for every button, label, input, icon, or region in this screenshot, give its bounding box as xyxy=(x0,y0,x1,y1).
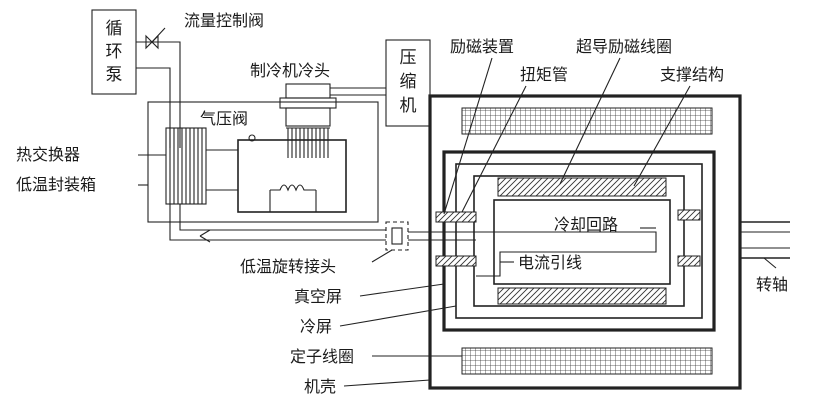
cryostat-pipe-lower xyxy=(169,204,386,241)
pump-supply-line xyxy=(136,41,181,148)
shaft-inner xyxy=(740,231,790,249)
flow-valve-label: 流量控制阀 xyxy=(184,11,264,30)
cold-head-top xyxy=(285,83,331,99)
compressor-label-2: 缩 xyxy=(400,72,417,92)
sc-coil-leader xyxy=(559,57,621,185)
cryostat-pipe-upper xyxy=(179,204,386,231)
torque-tube-bottom xyxy=(435,255,477,267)
flow-arrow-icon xyxy=(199,229,211,243)
torque-tube-top xyxy=(435,211,477,223)
vessel-coil-icon xyxy=(270,184,316,192)
exciter-label: 励磁装置 xyxy=(450,37,514,56)
cold-head-fins xyxy=(286,127,330,158)
gas-valve-icon xyxy=(248,134,256,142)
pump-label-2: 环 xyxy=(106,42,123,62)
stator-coil-top xyxy=(461,107,713,135)
compressor-label-3: 机 xyxy=(400,96,417,116)
sc-coil-bottom xyxy=(497,287,667,305)
compressor-box xyxy=(385,39,431,127)
cryostat-box xyxy=(147,101,379,223)
pump-label-3: 泵 xyxy=(106,65,123,85)
torque-tube-label: 扭矩管 xyxy=(520,65,568,84)
support-label: 支撑结构 xyxy=(660,65,724,84)
shaft-label: 转轴 xyxy=(756,275,788,294)
cold-head-body xyxy=(285,107,331,127)
heat-exchanger-icon xyxy=(165,127,207,205)
flow-valve-leader xyxy=(151,27,166,43)
cold-screen-label: 冷屏 xyxy=(300,317,332,336)
gas-valve-label: 气压阀 xyxy=(200,109,248,128)
cryostat-box-label: 低温封装箱 xyxy=(16,175,96,194)
cold-screen-leader xyxy=(339,305,457,327)
heat-exchanger-label: 热交换器 xyxy=(16,145,80,164)
pump-box xyxy=(91,9,137,95)
cooling-loop-label: 冷却回路 xyxy=(554,215,618,234)
housing-label: 机壳 xyxy=(304,377,336,396)
cryocooler-head-label: 制冷机冷头 xyxy=(250,61,330,80)
cooling-loop-line xyxy=(432,231,657,277)
exciter-leader xyxy=(443,57,493,215)
inner-vessel xyxy=(237,139,347,213)
vacuum-screen-label: 真空屏 xyxy=(294,287,342,306)
rotary-joint xyxy=(385,221,409,251)
rotor-body xyxy=(473,175,685,307)
vessel-coil-leads xyxy=(269,190,317,212)
vacuum-screen-leader xyxy=(359,283,445,297)
pump-label-1: 循 xyxy=(106,19,123,39)
sc-coil-top xyxy=(497,177,667,197)
rotary-joint-core xyxy=(391,227,403,245)
stator-coil-bottom xyxy=(461,347,713,375)
hx-to-vessel-lines xyxy=(206,149,238,191)
shaft-outline xyxy=(740,221,790,259)
support-leader xyxy=(633,85,691,187)
sc-coil-label: 超导励磁线圈 xyxy=(576,37,672,56)
shaft-leader xyxy=(763,257,777,269)
support-structure xyxy=(493,199,671,285)
cold-head-flange xyxy=(279,97,337,109)
housing-leader xyxy=(343,379,431,387)
torque-tube-leader xyxy=(461,85,527,213)
support-end-top xyxy=(677,209,701,221)
rotary-joint-shaft xyxy=(408,231,432,241)
compressor-lines xyxy=(330,87,386,96)
pump-return-line xyxy=(136,67,171,148)
rotary-joint-leader xyxy=(371,249,393,263)
rotary-joint-label: 低温旋转接头 xyxy=(240,257,336,276)
compressor-label-1: 压 xyxy=(400,48,417,68)
stator-coil-label: 定子线圈 xyxy=(290,347,354,366)
support-end-bottom xyxy=(677,255,701,267)
cold-screen xyxy=(455,163,703,319)
vacuum-screen xyxy=(442,150,716,332)
current-lead-label: 电流引线 xyxy=(518,253,582,272)
housing xyxy=(428,94,742,390)
